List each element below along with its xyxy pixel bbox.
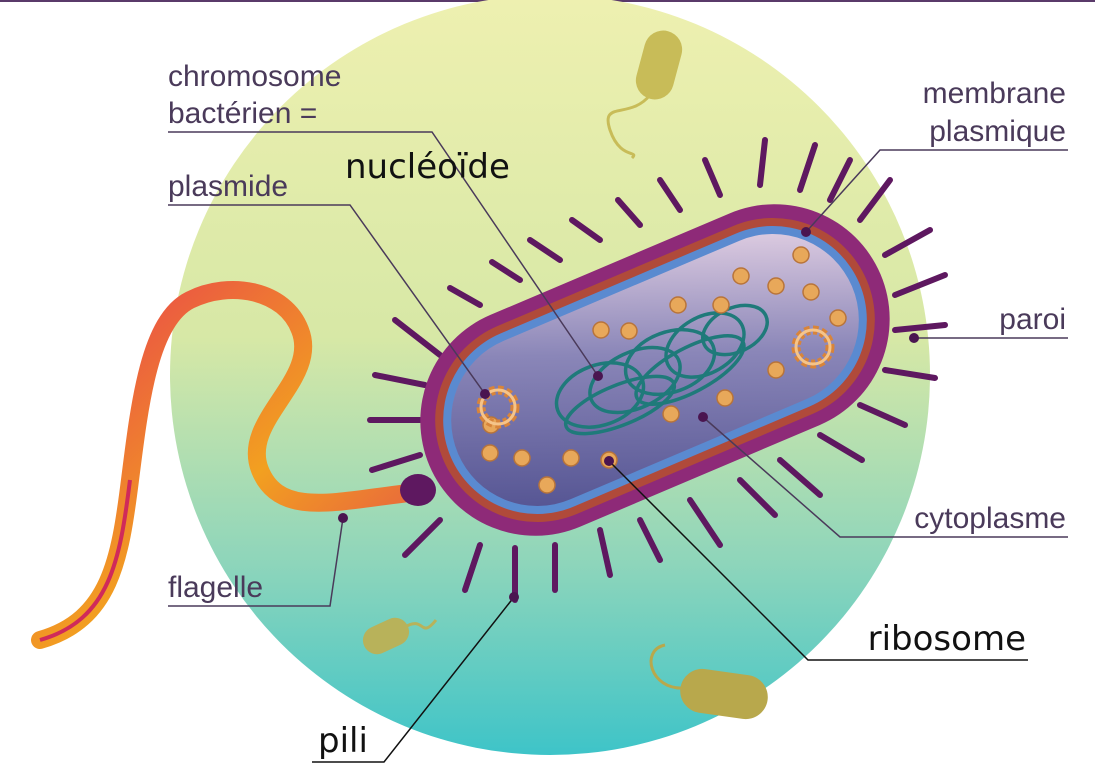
label-ribosome: ribosome: [868, 619, 1026, 659]
membrane-dot: [801, 227, 811, 237]
label-flagelle: flagelle: [168, 571, 263, 604]
label-nucleoide: nucléoïde: [345, 147, 510, 187]
pili-dot: [509, 592, 519, 602]
label-pili: pili: [318, 721, 368, 761]
label-paroi: paroi: [999, 303, 1066, 336]
flagellum-base-icon: [400, 474, 436, 506]
flagellum-tail-icon: [40, 480, 130, 640]
cytoplasme-dot: [698, 412, 708, 422]
label-plasmide: plasmide: [168, 170, 288, 203]
label-chromosome-line1: chromosome: [168, 60, 341, 93]
label-membrane-line2: plasmique: [929, 115, 1066, 148]
label-chromosome-line2: bactérien =: [168, 97, 317, 130]
label-cytoplasme: cytoplasme: [914, 502, 1066, 535]
plasmide-dot: [480, 389, 490, 399]
chromosome-dot: [593, 371, 603, 381]
ribosome-dot: [604, 456, 614, 466]
paroi-dot: [909, 333, 919, 343]
flagelle-dot: [338, 513, 348, 523]
label-membrane-line1: membrane: [923, 77, 1066, 110]
